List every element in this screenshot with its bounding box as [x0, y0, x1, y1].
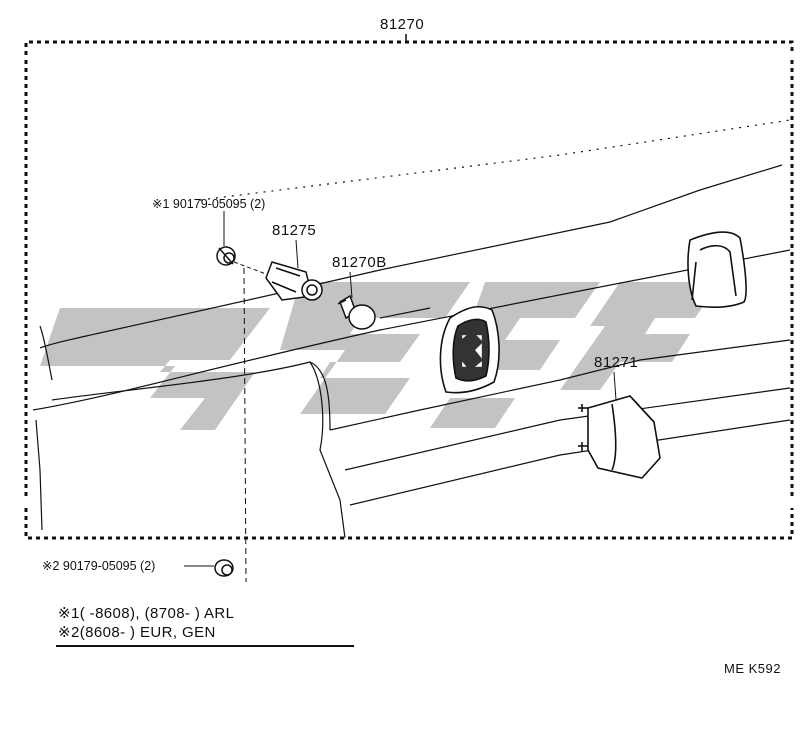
screw-bottom-part-number: ※2 90179-05095 (2): [42, 559, 156, 573]
upper-lamp: [687, 231, 747, 308]
screw-top: [216, 246, 236, 266]
watermark-logo: [40, 282, 720, 430]
gasket-part: [439, 305, 500, 394]
page-code: ME K592: [724, 661, 781, 676]
body-panel: [32, 119, 791, 539]
assembly-frame: [24, 40, 794, 540]
note-2: ※2(8608- ) EUR, GEN: [58, 624, 216, 641]
bulb-part-number: 81270B: [332, 254, 387, 271]
bulb-part: [337, 294, 376, 330]
license-lamp: [578, 395, 661, 479]
screw-bottom: [214, 559, 234, 577]
socket-part: [265, 261, 323, 301]
socket-part-number: 81275: [272, 222, 317, 239]
lamp-part-number: 81271: [594, 354, 639, 371]
note-1: ※1( -8608), (8708- ) ARL: [58, 605, 235, 622]
screw-top-part-number: ※1 90179-05095 (2): [152, 197, 266, 211]
assembly-part-number: 81270: [380, 16, 425, 33]
